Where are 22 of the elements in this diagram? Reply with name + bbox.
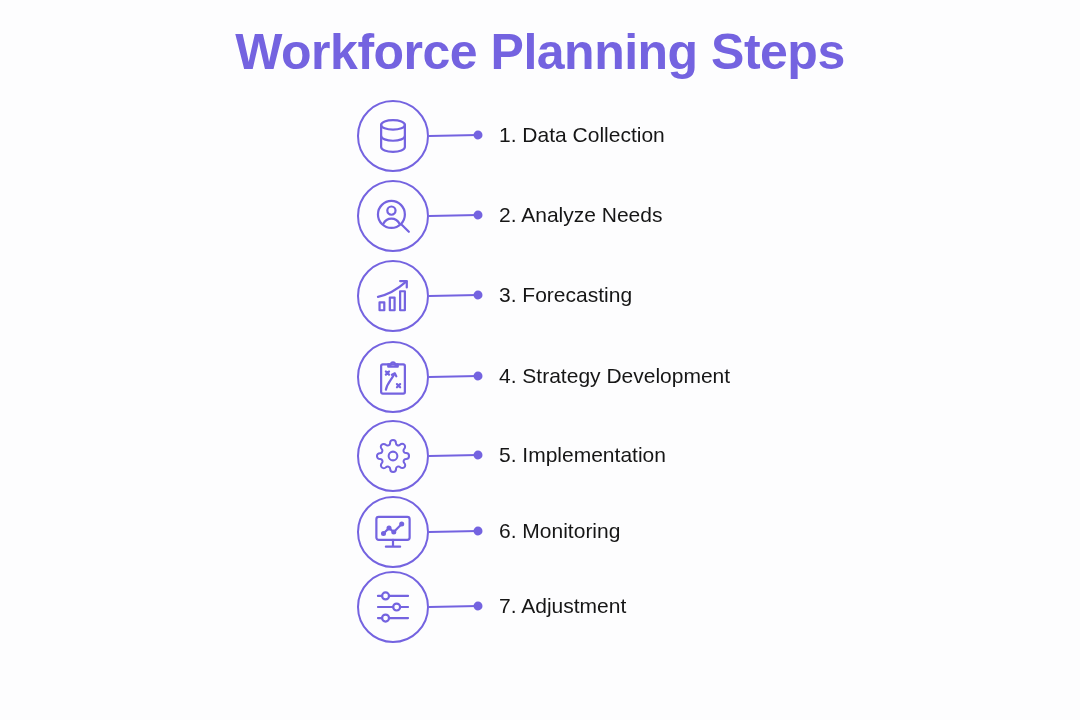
connector-line xyxy=(428,450,483,460)
step-label: 6. Monitoring xyxy=(499,518,621,544)
connector-line xyxy=(428,601,483,611)
icon-circle xyxy=(357,571,429,643)
step-label: 5. Implementation xyxy=(499,442,666,468)
icon-circle xyxy=(357,341,429,413)
connector-line xyxy=(428,130,483,140)
icon-circle xyxy=(357,260,429,332)
icon-circle xyxy=(357,100,429,172)
connector-line xyxy=(428,526,483,536)
icon-circle xyxy=(357,420,429,492)
icon-circle xyxy=(357,180,429,252)
icon-circle xyxy=(357,496,429,568)
connector-line xyxy=(428,371,483,381)
step-label: 4. Strategy Development xyxy=(499,363,731,389)
step-label: 3. Forecasting xyxy=(499,282,633,308)
title: Workforce Planning Steps xyxy=(234,23,846,82)
step-label: 2. Analyze Needs xyxy=(499,202,663,228)
step-label: 1. Data Collection xyxy=(499,122,665,148)
step-label: 7. Adjustment xyxy=(499,593,627,619)
connector-line xyxy=(428,290,483,300)
connector-line xyxy=(428,210,483,220)
